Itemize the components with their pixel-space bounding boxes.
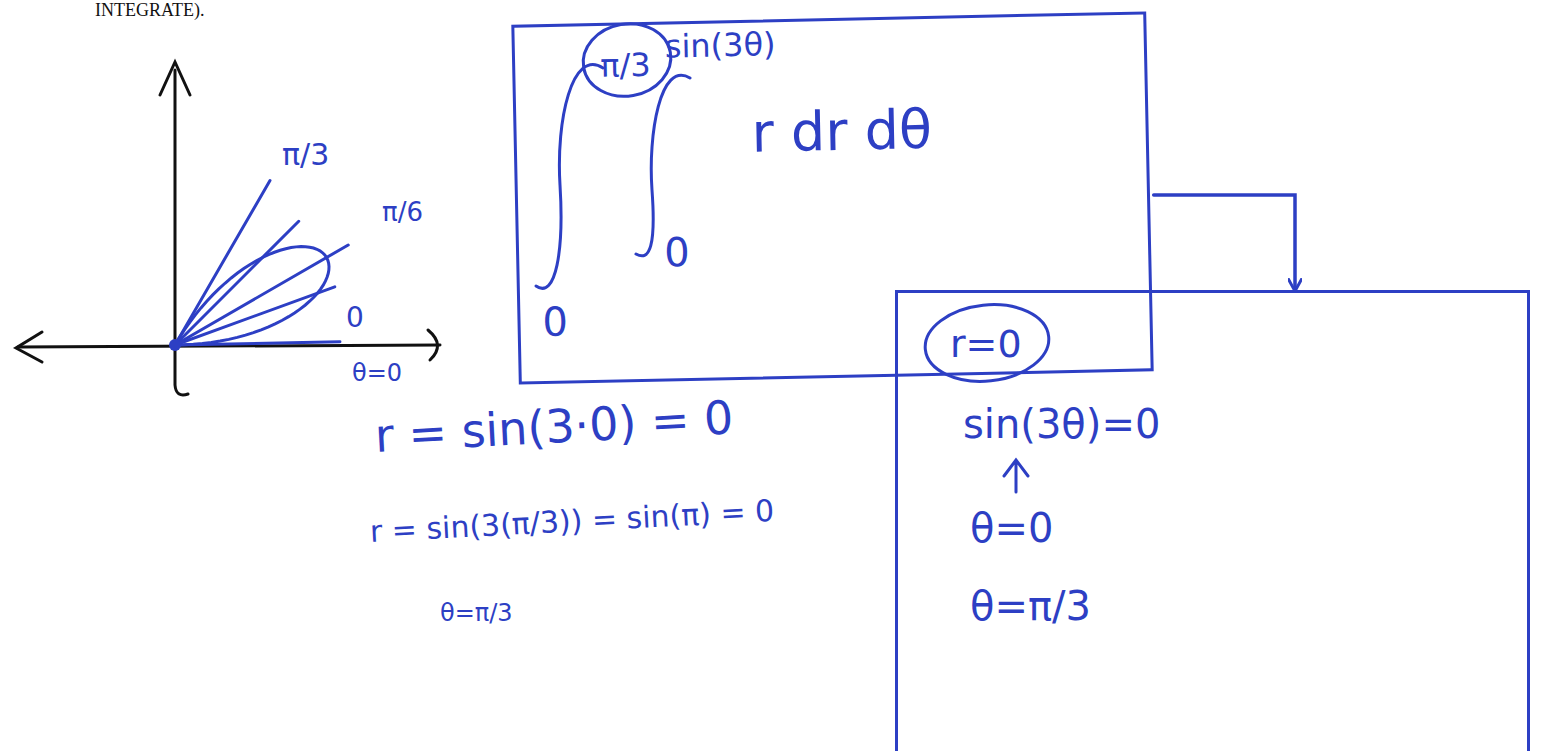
note-text: 0 bbox=[346, 302, 364, 334]
note-text: π/3 bbox=[282, 138, 329, 173]
polar-axes bbox=[16, 62, 440, 395]
axis-arrowhead bbox=[428, 330, 438, 360]
integral-sign bbox=[636, 75, 690, 256]
math-text: r=0 bbox=[950, 323, 1022, 367]
math-text: π/3 bbox=[600, 47, 651, 85]
circle-mark bbox=[921, 299, 1052, 388]
note-text: θ=0 bbox=[352, 360, 402, 388]
angle-ray bbox=[175, 287, 335, 345]
integral-sign bbox=[536, 65, 603, 289]
flow-arrow bbox=[1154, 195, 1295, 290]
math-text: r dr dθ bbox=[751, 99, 933, 165]
note-text: θ=π/3 bbox=[440, 600, 513, 628]
math-text: θ=π/3 bbox=[970, 583, 1091, 629]
circle-mark bbox=[577, 17, 676, 103]
angle-ray bbox=[175, 245, 348, 345]
math-text: sin(3θ) bbox=[664, 26, 775, 65]
note-text: INTEGRATE). bbox=[95, 0, 204, 21]
rose-petal bbox=[175, 180, 348, 345]
note-text: r = sin(3(π/3)) = sin(π) = 0 bbox=[369, 494, 775, 550]
math-box: r=0 sin(3θ)=0 θ=0 θ=π/3 bbox=[895, 290, 1530, 751]
math-text: 0 bbox=[542, 299, 568, 346]
note-text: π/6 bbox=[382, 198, 423, 228]
caret-arrow bbox=[1004, 460, 1028, 492]
origin-dot bbox=[169, 339, 181, 351]
note-text: r = sin(3·0) = 0 bbox=[374, 391, 735, 463]
math-text: 0 bbox=[664, 229, 690, 276]
math-text: sin(3θ)=0 bbox=[963, 401, 1160, 447]
axis-arrowhead bbox=[16, 332, 42, 362]
axis-arrowhead bbox=[160, 62, 190, 95]
math-text: θ=0 bbox=[970, 505, 1053, 551]
math-box: π/3 sin(3θ) r dr dθ 0 0 bbox=[511, 11, 1153, 384]
angle-ray bbox=[175, 342, 340, 345]
